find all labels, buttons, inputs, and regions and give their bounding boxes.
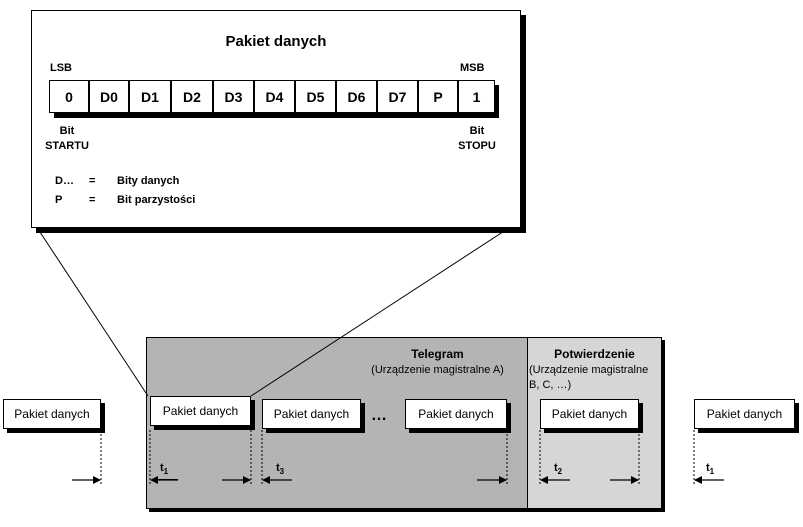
legend-desc: Bit parzystości <box>117 194 196 206</box>
start-bit-label: Bit STARTU <box>44 124 90 154</box>
bit-cell: D0 <box>89 80 129 113</box>
time-label-t1: t1 <box>160 462 168 476</box>
time-label-t1-end: t1 <box>706 462 714 476</box>
stop-bit-label: Bit STOPU <box>454 124 500 154</box>
t1-subscript: 1 <box>163 467 169 477</box>
ack-title: Potwierdzenie <box>554 347 635 361</box>
legend-key: P <box>55 194 63 206</box>
t3-subscript: 3 <box>279 467 285 477</box>
t2-symbol: t <box>554 462 558 474</box>
telegram-subtitle: (Urządzenie magistralne A) <box>371 364 504 376</box>
bit-cell: D3 <box>213 80 254 113</box>
detail-title: Pakiet danych <box>225 33 327 50</box>
t1-end-subscript: 1 <box>709 467 715 477</box>
stop-bit-label-line1: Bit <box>469 125 485 137</box>
bit-cell: D4 <box>254 80 295 113</box>
data-packet-box: Pakiet danych <box>694 399 795 429</box>
t1-symbol: t <box>160 462 164 474</box>
bit-cell: 1 <box>458 80 495 113</box>
data-packet-box: Pakiet danych <box>405 399 507 429</box>
time-label-t2: t2 <box>554 462 562 476</box>
bit-cell: D6 <box>336 80 377 113</box>
t3-symbol: t <box>276 462 280 474</box>
stop-bit-label-line2: STOPU <box>458 140 496 152</box>
data-packet-box: Pakiet danych <box>150 396 251 426</box>
telegram-title: Telegram <box>411 347 464 361</box>
msb-label: MSB <box>460 62 485 74</box>
legend-eq: = <box>89 175 96 187</box>
legend-eq: = <box>89 194 96 206</box>
ack-subtitle-line2: B, C, …) <box>529 379 572 391</box>
data-packet-detail <box>31 10 521 228</box>
bit-cell: D1 <box>129 80 171 113</box>
zoom-line-left <box>35 225 149 397</box>
legend-desc: Bity danych <box>117 175 180 187</box>
ack-subtitle-line1: (Urządzenie magistralne <box>529 364 649 376</box>
ellipsis: … <box>371 407 387 424</box>
zoom-line-right <box>250 225 513 397</box>
time-label-t3: t3 <box>276 462 284 476</box>
data-packet-box: Pakiet danych <box>540 399 639 429</box>
bit-cell: 0 <box>49 80 89 113</box>
bit-cell: D5 <box>295 80 336 113</box>
data-packet-box: Pakiet danych <box>262 399 361 429</box>
bit-cell: P <box>418 80 458 113</box>
start-bit-label-line2: STARTU <box>45 140 89 152</box>
bit-cell: D2 <box>171 80 213 113</box>
bit-cell: D7 <box>377 80 418 113</box>
data-packet-box: Pakiet danych <box>3 399 101 429</box>
start-bit-label-line1: Bit <box>59 125 75 137</box>
t1-end-symbol: t <box>706 462 710 474</box>
t1-underline <box>152 479 178 480</box>
lsb-label: LSB <box>50 62 72 74</box>
legend-key: D… <box>55 175 74 187</box>
t2-subscript: 2 <box>557 467 563 477</box>
